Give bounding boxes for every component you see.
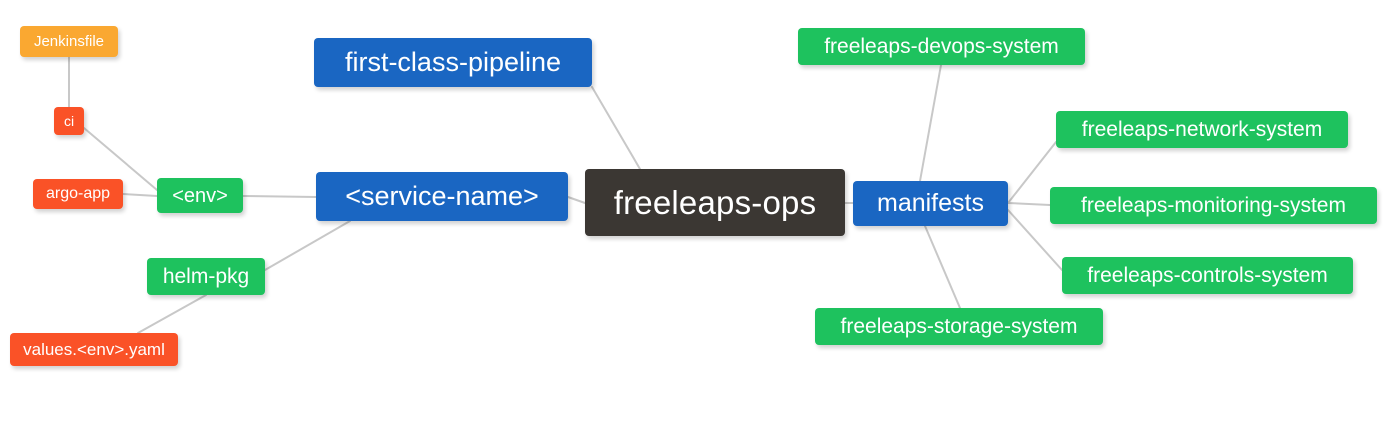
- node-label: freeleaps-network-system: [1081, 118, 1323, 141]
- node-label: freeleaps-storage-system: [840, 315, 1078, 338]
- node-first-class-pipeline[interactable]: first-class-pipeline: [314, 38, 592, 87]
- node-label: <env>: [172, 184, 228, 207]
- node-manifests[interactable]: manifests: [853, 181, 1008, 226]
- node-label: freeleaps-devops-system: [824, 35, 1059, 58]
- node-label: argo-app: [45, 185, 111, 202]
- edge-manifests-to-monitoring_system: [1007, 202, 1051, 206]
- node-argo-app[interactable]: argo-app: [33, 179, 123, 209]
- node-label: Jenkinsfile: [33, 33, 105, 50]
- node-label: helm-pkg: [162, 265, 250, 288]
- node-freeleaps-ops[interactable]: freeleaps-ops: [585, 169, 845, 236]
- node-ci[interactable]: ci: [54, 107, 84, 135]
- node-values-yaml[interactable]: values.<env>.yaml: [10, 333, 178, 366]
- node-label: <service-name>: [345, 181, 539, 211]
- edge-service_name-to-helm_pkg: [264, 220, 351, 271]
- node-label: freeleaps-monitoring-system: [1081, 194, 1346, 217]
- edge-manifests-to-network_system: [1007, 141, 1057, 204]
- node-label: manifests: [877, 189, 984, 217]
- edge-service_name-to-env: [242, 195, 317, 198]
- edge-manifests-to-devops_system: [919, 64, 942, 182]
- node-freeleaps-network-system[interactable]: freeleaps-network-system: [1056, 111, 1348, 148]
- node-jenkinsfile[interactable]: Jenkinsfile: [20, 26, 118, 57]
- node-env[interactable]: <env>: [157, 178, 243, 213]
- node-label: freeleaps-controls-system: [1087, 264, 1328, 287]
- edge-helm_pkg-to-values_yaml: [137, 294, 207, 334]
- edge-manifests-to-storage_system: [924, 225, 961, 309]
- node-freeleaps-monitoring-system[interactable]: freeleaps-monitoring-system: [1050, 187, 1377, 224]
- node-service-name[interactable]: <service-name>: [316, 172, 568, 221]
- edge-root-to-first_class_pipeline: [591, 86, 641, 170]
- node-freeleaps-storage-system[interactable]: freeleaps-storage-system: [815, 308, 1103, 345]
- node-label: ci: [63, 113, 75, 129]
- node-label: first-class-pipeline: [344, 47, 562, 77]
- node-freeleaps-controls-system[interactable]: freeleaps-controls-system: [1062, 257, 1353, 294]
- edge-env-to-argo_app: [122, 193, 158, 197]
- edge-root-to-service_name: [567, 196, 586, 204]
- node-freeleaps-devops-system[interactable]: freeleaps-devops-system: [798, 28, 1085, 65]
- node-label: values.<env>.yaml: [23, 340, 165, 359]
- node-label: freeleaps-ops: [613, 184, 817, 221]
- node-helm-pkg[interactable]: helm-pkg: [147, 258, 265, 295]
